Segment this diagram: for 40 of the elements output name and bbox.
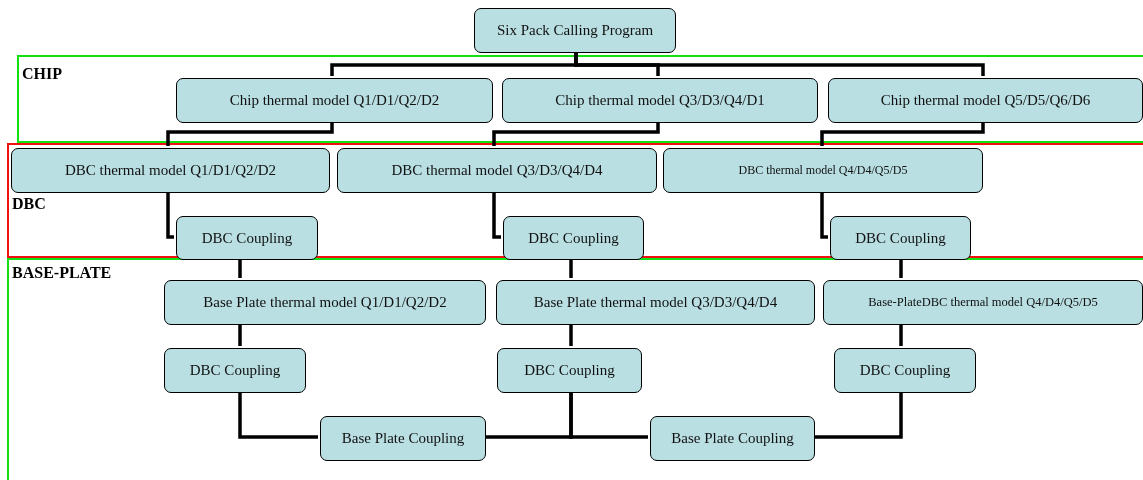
layer-band [7, 143, 1143, 258]
process-box: DBC thermal model Q4/D4/Q5/D5 [663, 148, 983, 193]
process-box: DBC Coupling [834, 348, 976, 393]
connector-line [166, 191, 174, 239]
process-box: DBC Coupling [176, 216, 318, 260]
connector-line [899, 258, 903, 278]
process-box: DBC thermal model Q3/D3/Q4/D4 [337, 148, 657, 193]
connector-line [574, 53, 985, 76]
process-box: Base Plate Coupling [650, 416, 815, 461]
layer-band [7, 258, 1143, 480]
connector-line [492, 121, 660, 146]
process-box: Chip thermal model Q5/D5/Q6/D6 [828, 78, 1143, 123]
layer-label: BASE-PLATE [12, 264, 112, 282]
connector-line [238, 323, 242, 346]
connector-line [569, 391, 648, 439]
process-box: DBC Coupling [830, 216, 971, 260]
connector-line [492, 191, 501, 239]
connector-line [820, 121, 985, 146]
process-box: Chip thermal model Q3/D3/Q4/D1 [502, 78, 818, 123]
layer-band [17, 55, 1143, 143]
layer-label: DBC [12, 195, 46, 213]
connector-line [569, 258, 573, 278]
process-box: Base Plate thermal model Q3/D3/Q4/D4 [496, 280, 815, 325]
connector-line [813, 391, 903, 439]
process-box: Base-PlateDBC thermal model Q4/D4/Q5/D5 [823, 280, 1143, 325]
process-box: DBC Coupling [164, 348, 306, 393]
process-box: DBC thermal model Q1/D1/Q2/D2 [11, 148, 330, 193]
process-box: DBC Coupling [497, 348, 642, 393]
process-box: DBC Coupling [503, 216, 644, 260]
process-box: Six Pack Calling Program [474, 8, 676, 53]
process-box: Base Plate Coupling [320, 416, 486, 461]
process-box: Base Plate thermal model Q1/D1/Q2/D2 [164, 280, 486, 325]
connector-line [569, 323, 573, 346]
connector-line [238, 258, 242, 278]
connector-line [899, 323, 903, 346]
layer-label: CHIP [22, 65, 62, 83]
connector-line [166, 121, 334, 146]
process-box: Chip thermal model Q1/D1/Q2/D2 [176, 78, 493, 123]
connector-line [820, 191, 828, 239]
connector-line [238, 391, 318, 439]
